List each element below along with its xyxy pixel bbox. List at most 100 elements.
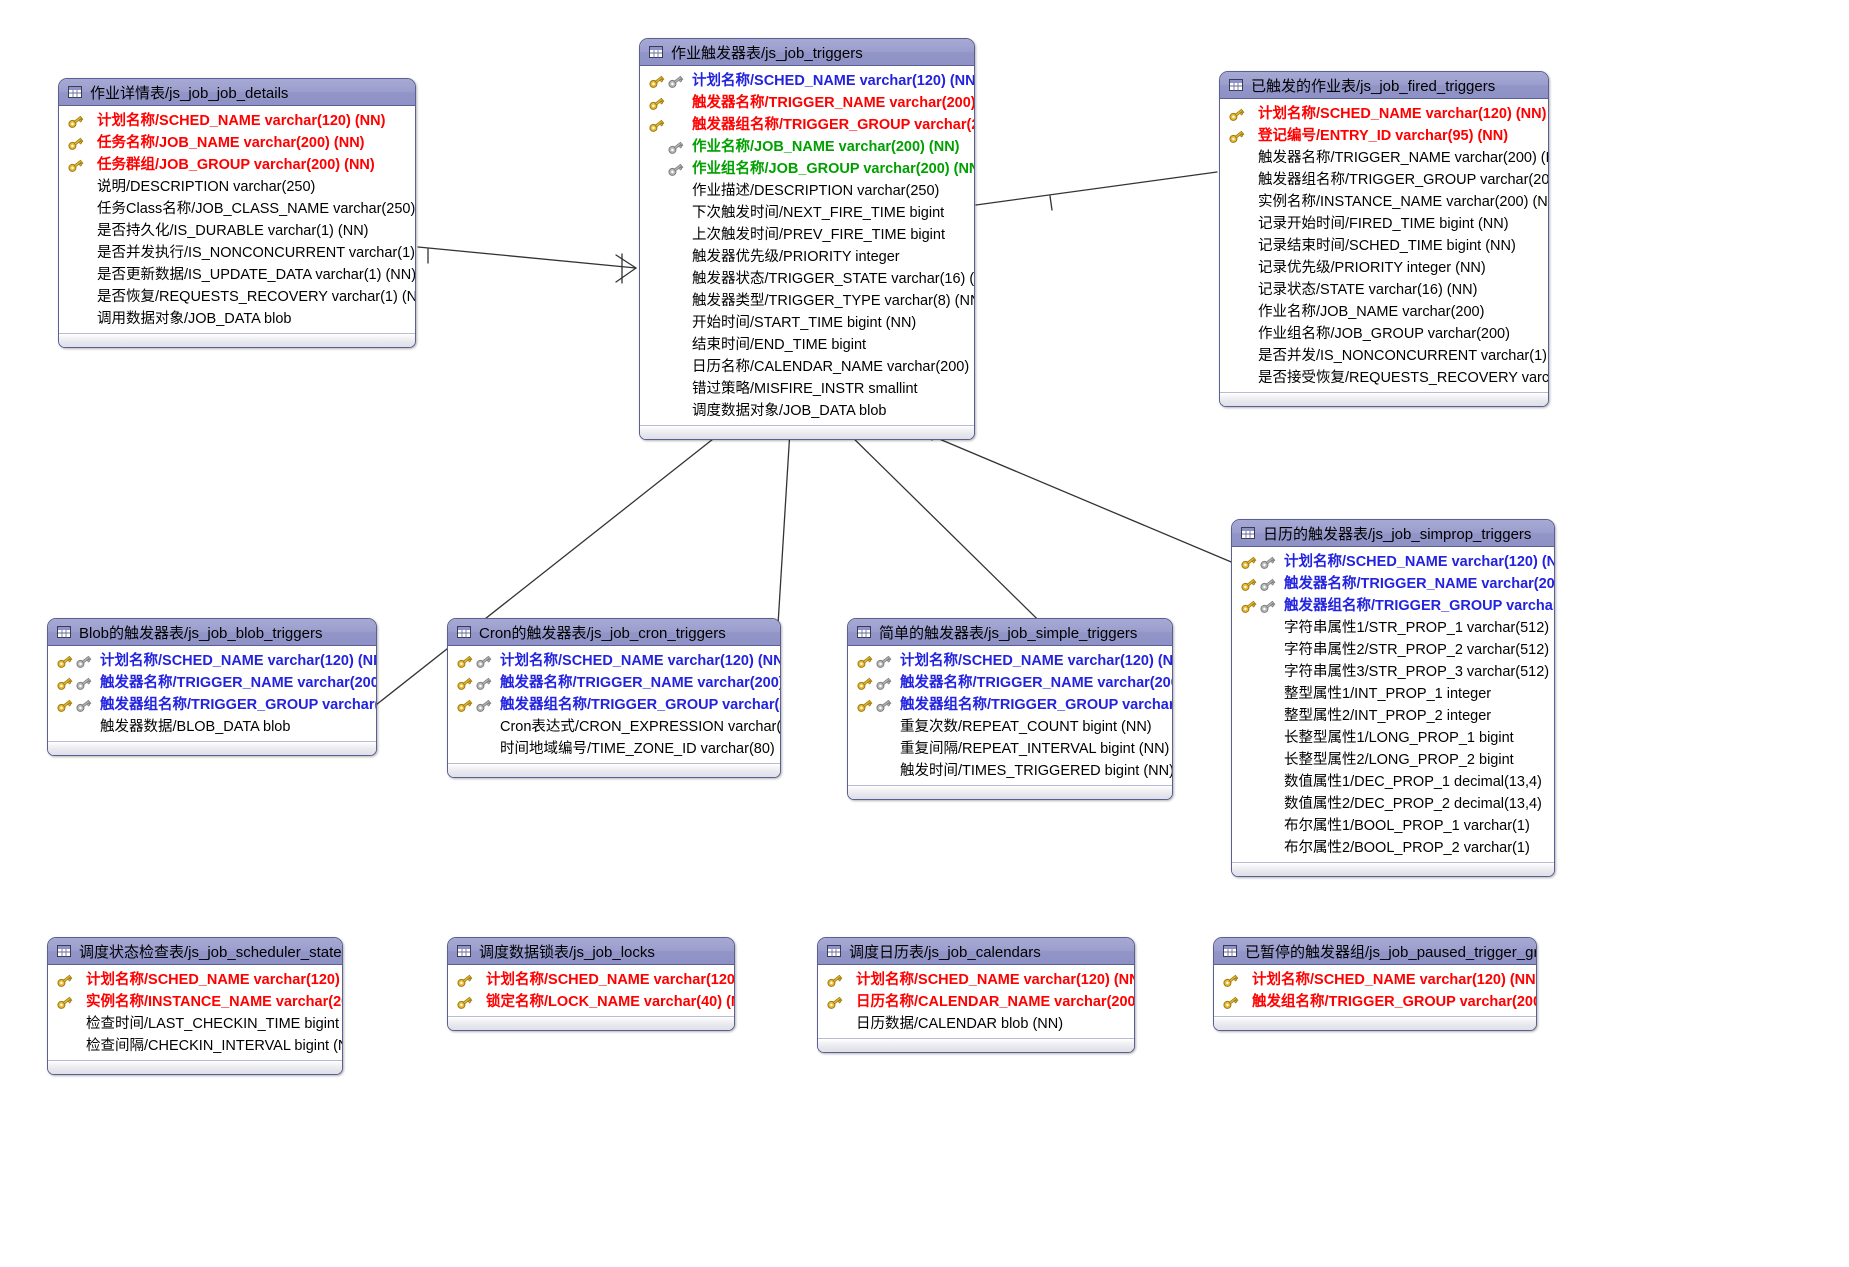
entity-simprop_triggers[interactable]: 日历的触发器表/js_job_simprop_triggers 计划名称/SCHE… <box>1231 519 1555 877</box>
attribute-row[interactable]: 触发器组名称/TRIGGER_GROUP varchar(200) (NN) <box>640 114 974 136</box>
entity-blob_triggers[interactable]: Blob的触发器表/js_job_blob_triggers 计划名称/SCHED… <box>47 618 377 756</box>
attribute-row[interactable]: 开始时间/START_TIME bigint (NN) <box>640 312 974 334</box>
attribute-row[interactable]: 触发器组名称/TRIGGER_GROUP varchar(200) (NN) <box>1232 595 1554 617</box>
attribute-row[interactable]: 计划名称/SCHED_NAME varchar(120) (NN) <box>1232 551 1554 573</box>
attribute-row[interactable]: 布尔属性2/BOOL_PROP_2 varchar(1) <box>1232 837 1554 859</box>
attribute-row[interactable]: 是否并发执行/IS_NONCONCURRENT varchar(1) (NN) <box>59 242 415 264</box>
attribute-row[interactable]: 任务名称/JOB_NAME varchar(200) (NN) <box>59 132 415 154</box>
attribute-row[interactable]: 计划名称/SCHED_NAME varchar(120) (NN) <box>1214 969 1536 991</box>
attribute-row[interactable]: 上次触发时间/PREV_FIRE_TIME bigint <box>640 224 974 246</box>
entity-header-simprop_triggers[interactable]: 日历的触发器表/js_job_simprop_triggers <box>1232 520 1554 547</box>
entity-cron_triggers[interactable]: Cron的触发器表/js_job_cron_triggers 计划名称/SCHED… <box>447 618 781 778</box>
attribute-row[interactable]: 重复间隔/REPEAT_INTERVAL bigint (NN) <box>848 738 1172 760</box>
entity-header-triggers[interactable]: 作业触发器表/js_job_triggers <box>640 39 974 66</box>
attribute-row[interactable]: 作业组名称/JOB_GROUP varchar(200) <box>1220 323 1548 345</box>
attribute-row[interactable]: 下次触发时间/NEXT_FIRE_TIME bigint <box>640 202 974 224</box>
attribute-row[interactable]: 是否更新数据/IS_UPDATE_DATA varchar(1) (NN) <box>59 264 415 286</box>
attribute-row[interactable]: 整型属性1/INT_PROP_1 integer <box>1232 683 1554 705</box>
entity-header-fired_triggers[interactable]: 已触发的作业表/js_job_fired_triggers <box>1220 72 1548 99</box>
attribute-row[interactable]: 计划名称/SCHED_NAME varchar(120) (NN) <box>448 650 780 672</box>
attribute-row[interactable]: 整型属性2/INT_PROP_2 integer <box>1232 705 1554 727</box>
attribute-row[interactable]: 触发器状态/TRIGGER_STATE varchar(16) (NN) <box>640 268 974 290</box>
attribute-row[interactable]: 长整型属性1/LONG_PROP_1 bigint <box>1232 727 1554 749</box>
attribute-row[interactable]: 锁定名称/LOCK_NAME varchar(40) (NN) <box>448 991 734 1013</box>
attribute-row[interactable]: 触发器组名称/TRIGGER_GROUP varchar(200) (NN) <box>448 694 780 716</box>
entity-header-locks[interactable]: 调度数据锁表/js_job_locks <box>448 938 734 965</box>
attribute-row[interactable]: 计划名称/SCHED_NAME varchar(120) (NN) <box>818 969 1134 991</box>
attribute-row[interactable]: 触发器组名称/TRIGGER_GROUP varchar(200) (NN) <box>848 694 1172 716</box>
attribute-row[interactable]: 计划名称/SCHED_NAME varchar(120) (NN) <box>848 650 1172 672</box>
attribute-row[interactable]: 触发器名称/TRIGGER_NAME varchar(200) (NN) <box>1232 573 1554 595</box>
attribute-row[interactable]: 实例名称/INSTANCE_NAME varchar(200) (NN) <box>1220 191 1548 213</box>
attribute-row[interactable]: 是否接受恢复/REQUESTS_RECOVERY varchar(1) <box>1220 367 1548 389</box>
attribute-row[interactable]: 长整型属性2/LONG_PROP_2 bigint <box>1232 749 1554 771</box>
attribute-row[interactable]: 触发器优先级/PRIORITY integer <box>640 246 974 268</box>
attribute-row[interactable]: 字符串属性1/STR_PROP_1 varchar(512) <box>1232 617 1554 639</box>
attribute-row[interactable]: 时间地域编号/TIME_ZONE_ID varchar(80) <box>448 738 780 760</box>
attribute-row[interactable]: 记录结束时间/SCHED_TIME bigint (NN) <box>1220 235 1548 257</box>
attribute-row[interactable]: 记录状态/STATE varchar(16) (NN) <box>1220 279 1548 301</box>
entity-header-paused_trigger_grps[interactable]: 已暂停的触发器组/js_job_paused_trigger_grps <box>1214 938 1536 965</box>
entity-header-scheduler_state[interactable]: 调度状态检查表/js_job_scheduler_state <box>48 938 342 965</box>
attribute-row[interactable]: 触发器组名称/TRIGGER_GROUP varchar(200) (NN) <box>1220 169 1548 191</box>
attribute-row[interactable]: 检查间隔/CHECKIN_INTERVAL bigint (NN) <box>48 1035 342 1057</box>
entity-paused_trigger_grps[interactable]: 已暂停的触发器组/js_job_paused_trigger_grps 计划名称/… <box>1213 937 1537 1031</box>
attribute-row[interactable]: 日历数据/CALENDAR blob (NN) <box>818 1013 1134 1035</box>
attribute-row[interactable]: 任务Class名称/JOB_CLASS_NAME varchar(250) (N… <box>59 198 415 220</box>
attribute-row[interactable]: 作业描述/DESCRIPTION varchar(250) <box>640 180 974 202</box>
attribute-row[interactable]: 是否持久化/IS_DURABLE varchar(1) (NN) <box>59 220 415 242</box>
attribute-row[interactable]: 是否并发/IS_NONCONCURRENT varchar(1) <box>1220 345 1548 367</box>
attribute-row[interactable]: 计划名称/SCHED_NAME varchar(120) (NN) <box>59 110 415 132</box>
entity-fired_triggers[interactable]: 已触发的作业表/js_job_fired_triggers 计划名称/SCHED_… <box>1219 71 1549 407</box>
attribute-row[interactable]: 触发器组名称/TRIGGER_GROUP varchar(200) (NN) <box>48 694 376 716</box>
attribute-row[interactable]: 作业名称/JOB_NAME varchar(200) (NN) <box>640 136 974 158</box>
attribute-row[interactable]: 计划名称/SCHED_NAME varchar(120) (NN) <box>640 70 974 92</box>
attribute-row[interactable]: 登记编号/ENTRY_ID varchar(95) (NN) <box>1220 125 1548 147</box>
attribute-row[interactable]: 计划名称/SCHED_NAME varchar(120) (NN) <box>1220 103 1548 125</box>
entity-header-job_details[interactable]: 作业详情表/js_job_job_details <box>59 79 415 106</box>
attribute-row[interactable]: 数值属性1/DEC_PROP_1 decimal(13,4) <box>1232 771 1554 793</box>
attribute-row[interactable]: 调用数据对象/JOB_DATA blob <box>59 308 415 330</box>
attribute-row[interactable]: 作业名称/JOB_NAME varchar(200) <box>1220 301 1548 323</box>
attribute-row[interactable]: 触发器类型/TRIGGER_TYPE varchar(8) (NN) <box>640 290 974 312</box>
attribute-row[interactable]: 字符串属性2/STR_PROP_2 varchar(512) <box>1232 639 1554 661</box>
attribute-row[interactable]: 字符串属性3/STR_PROP_3 varchar(512) <box>1232 661 1554 683</box>
attribute-row[interactable]: 实例名称/INSTANCE_NAME varchar(200) (NN) <box>48 991 342 1013</box>
attribute-row[interactable]: 数值属性2/DEC_PROP_2 decimal(13,4) <box>1232 793 1554 815</box>
attribute-row[interactable]: 布尔属性1/BOOL_PROP_1 varchar(1) <box>1232 815 1554 837</box>
attribute-row[interactable]: 触发组名称/TRIGGER_GROUP varchar(200) (NN) <box>1214 991 1536 1013</box>
entity-header-blob_triggers[interactable]: Blob的触发器表/js_job_blob_triggers <box>48 619 376 646</box>
entity-header-calendars[interactable]: 调度日历表/js_job_calendars <box>818 938 1134 965</box>
attribute-row[interactable]: 计划名称/SCHED_NAME varchar(120) (NN) <box>448 969 734 991</box>
attribute-row[interactable]: Cron表达式/CRON_EXPRESSION varchar(120) (NN… <box>448 716 780 738</box>
attribute-row[interactable]: 触发器名称/TRIGGER_NAME varchar(200) (NN) <box>640 92 974 114</box>
attribute-row[interactable]: 触发器数据/BLOB_DATA blob <box>48 716 376 738</box>
entity-calendars[interactable]: 调度日历表/js_job_calendars 计划名称/SCHED_NAME va… <box>817 937 1135 1053</box>
entity-locks[interactable]: 调度数据锁表/js_job_locks 计划名称/SCHED_NAME varch… <box>447 937 735 1031</box>
attribute-row[interactable]: 调度数据对象/JOB_DATA blob <box>640 400 974 422</box>
attribute-row[interactable]: 错过策略/MISFIRE_INSTR smallint <box>640 378 974 400</box>
attribute-row[interactable]: 检查时间/LAST_CHECKIN_TIME bigint (NN) <box>48 1013 342 1035</box>
attribute-row[interactable]: 触发器名称/TRIGGER_NAME varchar(200) (NN) <box>848 672 1172 694</box>
attribute-row[interactable]: 日历名称/CALENDAR_NAME varchar(200) (NN) <box>818 991 1134 1013</box>
attribute-row[interactable]: 记录优先级/PRIORITY integer (NN) <box>1220 257 1548 279</box>
attribute-row[interactable]: 是否恢复/REQUESTS_RECOVERY varchar(1) (NN) <box>59 286 415 308</box>
attribute-row[interactable]: 任务群组/JOB_GROUP varchar(200) (NN) <box>59 154 415 176</box>
attribute-row[interactable]: 说明/DESCRIPTION varchar(250) <box>59 176 415 198</box>
attribute-row[interactable]: 触发时间/TIMES_TRIGGERED bigint (NN) <box>848 760 1172 782</box>
attribute-row[interactable]: 计划名称/SCHED_NAME varchar(120) (NN) <box>48 650 376 672</box>
attribute-row[interactable]: 日历名称/CALENDAR_NAME varchar(200) <box>640 356 974 378</box>
entity-header-simple_triggers[interactable]: 简单的触发器表/js_job_simple_triggers <box>848 619 1172 646</box>
attribute-row[interactable]: 结束时间/END_TIME bigint <box>640 334 974 356</box>
entity-simple_triggers[interactable]: 简单的触发器表/js_job_simple_triggers 计划名称/SCHED… <box>847 618 1173 800</box>
attribute-row[interactable]: 触发器名称/TRIGGER_NAME varchar(200) (NN) <box>1220 147 1548 169</box>
attribute-row[interactable]: 作业组名称/JOB_GROUP varchar(200) (NN) <box>640 158 974 180</box>
entity-triggers[interactable]: 作业触发器表/js_job_triggers 计划名称/SCHED_NAME va… <box>639 38 975 440</box>
entity-header-cron_triggers[interactable]: Cron的触发器表/js_job_cron_triggers <box>448 619 780 646</box>
attribute-row[interactable]: 触发器名称/TRIGGER_NAME varchar(200) (NN) <box>448 672 780 694</box>
attribute-row[interactable]: 计划名称/SCHED_NAME varchar(120) (NN) <box>48 969 342 991</box>
entity-job_details[interactable]: 作业详情表/js_job_job_details 计划名称/SCHED_NAME … <box>58 78 416 348</box>
attribute-row[interactable]: 记录开始时间/FIRED_TIME bigint (NN) <box>1220 213 1548 235</box>
attribute-row[interactable]: 重复次数/REPEAT_COUNT bigint (NN) <box>848 716 1172 738</box>
attribute-row[interactable]: 触发器名称/TRIGGER_NAME varchar(200) (NN) <box>48 672 376 694</box>
